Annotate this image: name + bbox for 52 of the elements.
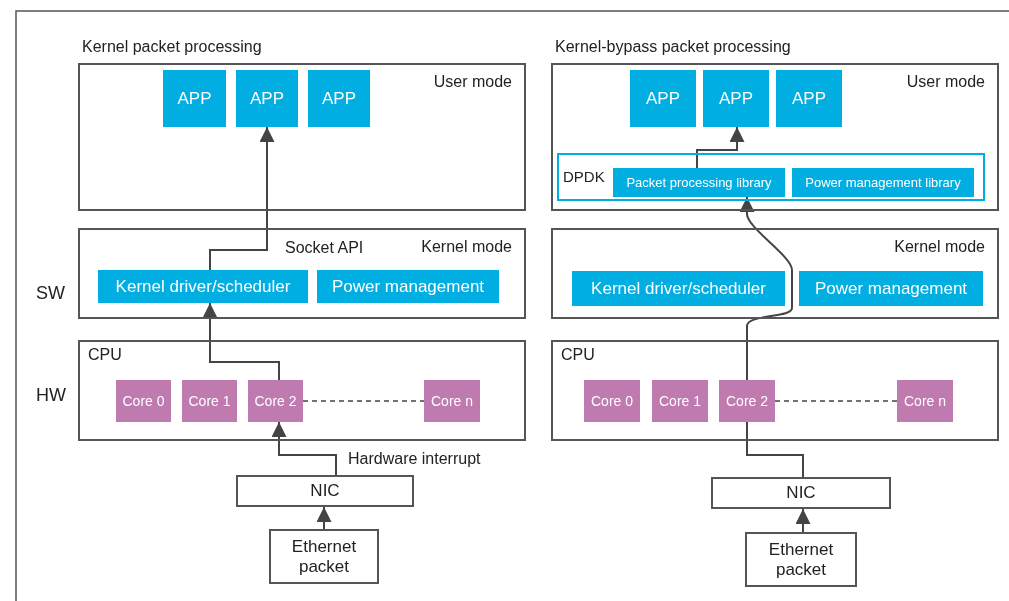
- component-box: NIC: [236, 475, 414, 507]
- module-box: APP: [308, 70, 370, 127]
- panel-heading: Kernel-bypass packet processing: [555, 38, 791, 56]
- mode-label: Kernel mode: [894, 238, 985, 256]
- module-box: Kernel driver/scheduler: [572, 271, 785, 306]
- module-box: APP: [776, 70, 842, 127]
- layer-label: HW: [36, 385, 66, 406]
- module-box: APP: [236, 70, 298, 127]
- library-box: Packet processing library: [613, 168, 785, 197]
- edge-label: Socket API: [285, 239, 364, 257]
- core-box: Core 1: [182, 380, 237, 422]
- panel-label: CPU: [88, 346, 122, 364]
- library-box: Power management library: [792, 168, 974, 197]
- module-box: APP: [163, 70, 226, 127]
- arrow: [739, 196, 793, 381]
- core-box: Core n: [424, 380, 480, 422]
- arrow: [202, 302, 280, 381]
- component-box: Ethernet packet: [745, 532, 857, 587]
- panel-label: CPU: [561, 346, 595, 364]
- mode-label: Kernel mode: [421, 238, 512, 256]
- core-box: Core 1: [652, 380, 708, 422]
- mode-label: User mode: [433, 73, 512, 91]
- core-box: Core 0: [116, 380, 171, 422]
- layer-label: SW: [36, 283, 65, 304]
- arrow: [316, 506, 332, 530]
- component-box: Ethernet packet: [269, 529, 379, 584]
- module-box: APP: [703, 70, 769, 127]
- module-box: Kernel driver/scheduler: [98, 270, 308, 303]
- connector-line: [746, 421, 804, 478]
- arrow: [209, 126, 275, 271]
- panel-heading: Kernel packet processing: [82, 38, 262, 56]
- arrow: [696, 126, 745, 169]
- library-group: [557, 153, 985, 201]
- arrow: [795, 508, 811, 533]
- edge-label: Hardware interrupt: [348, 450, 481, 468]
- module-box: Power management: [799, 271, 983, 306]
- layer-panel: [551, 228, 999, 319]
- arrow: [271, 421, 337, 476]
- component-box: NIC: [711, 477, 891, 509]
- connector-line: [774, 400, 898, 402]
- core-box: Core 2: [248, 380, 303, 422]
- layer-panel: [551, 340, 999, 441]
- layer-panel: [78, 228, 526, 319]
- group-label: DPDK: [563, 168, 605, 185]
- layer-panel: [78, 340, 526, 441]
- module-box: APP: [630, 70, 696, 127]
- core-box: Core 0: [584, 380, 640, 422]
- module-box: Power management: [317, 270, 499, 303]
- core-box: Core n: [897, 380, 953, 422]
- mode-label: User mode: [906, 73, 985, 91]
- connector-line: [302, 400, 425, 402]
- core-box: Core 2: [719, 380, 775, 422]
